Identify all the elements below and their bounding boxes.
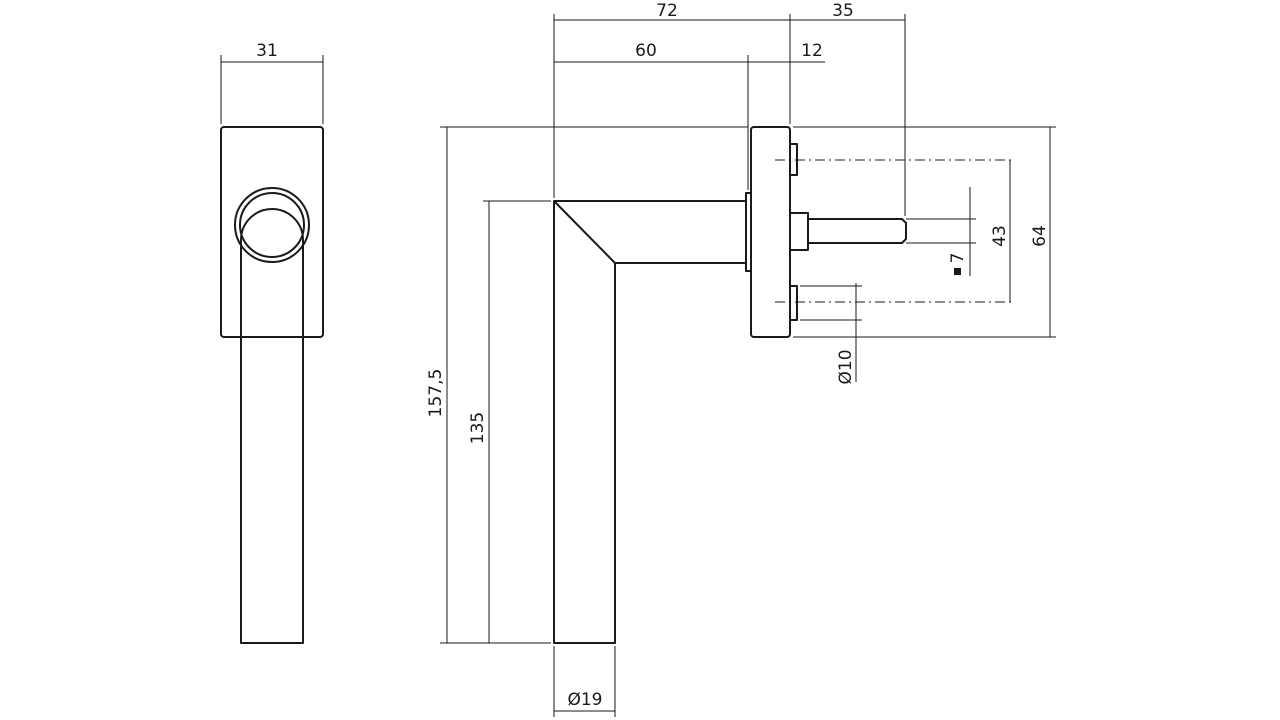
dim-second-row: 60 12 [554, 41, 825, 190]
front-grip [240, 208, 304, 644]
dim-grip-height-label: 135 [468, 412, 488, 444]
dim-spindle-square-label: 7 [948, 253, 968, 264]
dim-rose-height-label: 64 [1030, 225, 1050, 247]
screw-bottom [789, 285, 798, 321]
front-view [220, 126, 324, 644]
dim-grip-height: 135 [468, 200, 551, 643]
spindle [807, 218, 907, 244]
front-rose [220, 126, 324, 338]
dim-rose-height: 64 [793, 126, 1056, 338]
dim-rose-thickness-label: 12 [801, 41, 823, 61]
dim-arm-length-label: 60 [635, 41, 657, 61]
handle-chamfer [553, 200, 616, 264]
front-neck-inner [239, 192, 305, 258]
dim-grip-diameter-label: Ø19 [567, 690, 602, 710]
spindle-collar [789, 212, 809, 251]
front-neck-outer [234, 187, 310, 263]
side-view [553, 126, 1015, 644]
dim-screw-diameter: Ø10 [800, 283, 862, 385]
dim-total-height: 157,5 [426, 126, 748, 644]
handle-body [553, 200, 747, 644]
dim-front-width: 31 [220, 41, 324, 124]
dim-screw-diameter-label: Ø10 [836, 349, 856, 384]
dim-screw-spacing: 43 [990, 160, 1011, 302]
dim-spindle-square: 7 [906, 187, 976, 276]
side-rose [750, 126, 791, 338]
dim-top-spindle-label: 35 [832, 1, 854, 21]
dim-screw-spacing-label: 43 [990, 225, 1010, 247]
dim-grip-diameter: Ø19 [553, 646, 616, 717]
square-symbol-icon [954, 268, 961, 275]
dim-top-overall-label: 72 [656, 1, 678, 21]
dim-top-row: 72 35 [553, 1, 906, 216]
dim-total-height-label: 157,5 [426, 369, 446, 418]
dim-front-width-label: 31 [256, 41, 278, 61]
